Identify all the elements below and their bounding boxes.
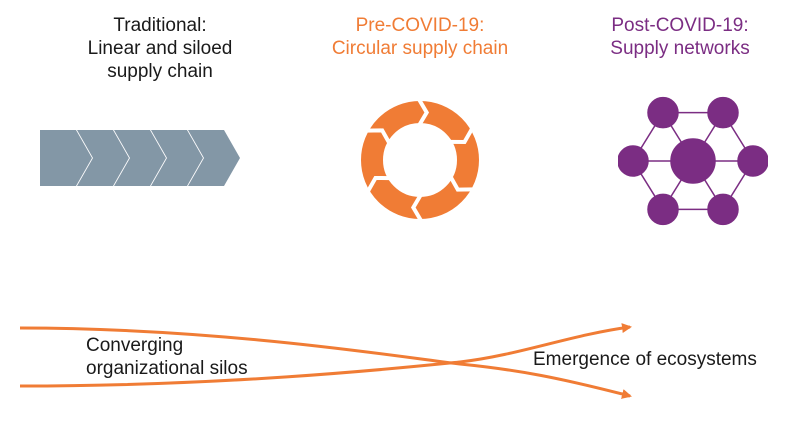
chevron-3: [114, 130, 166, 186]
pre-covid-title-line-1: Pre-COVID-19:: [355, 15, 485, 36]
cycle-arrow-notch-1: [417, 97, 430, 127]
cycle-arrow-notch-4: [410, 193, 423, 223]
converging-silos-label: Converging organizational silos: [86, 334, 248, 380]
chevron-1: [40, 130, 92, 186]
post-covid-title-line-2: Supply networks: [610, 38, 750, 59]
network-node-4: [618, 145, 649, 177]
network-node-6: [707, 96, 739, 129]
post-covid-title-line-1: Post-COVID-19:: [611, 15, 749, 36]
pre-covid-title-line-2: Circular supply chain: [331, 38, 509, 59]
converging-label-line-1: Converging: [86, 335, 184, 356]
cycle-arrow-notch-3: [448, 175, 474, 192]
network-node-1: [737, 145, 768, 177]
cycle-ring: [361, 101, 479, 219]
traditional-title-line-3: supply chain: [107, 61, 213, 82]
chevron-arrows-icon: [40, 130, 240, 186]
cycle-arrow-notch-6: [366, 128, 392, 145]
emergence-ecosystems-label: Emergence of ecosystems: [533, 349, 757, 370]
emergence-arrow-up: [19, 323, 632, 388]
network-node-3: [647, 193, 679, 226]
circular-cycle-icon: [361, 97, 479, 223]
network-hub-node: [670, 138, 716, 184]
post-covid-title: Post-COVID-19: Supply networks: [570, 14, 790, 60]
network-node-2: [707, 193, 739, 226]
network-hub-icon: [618, 96, 768, 226]
cycle-arrow-notch-5: [366, 175, 391, 193]
cycle-arrow-notch-2: [449, 127, 474, 145]
network-node-5: [647, 96, 679, 129]
traditional-title-line-1: Traditional:: [113, 15, 207, 36]
traditional-title-line-2: Linear and siloed: [87, 38, 233, 59]
pre-covid-title: Pre-COVID-19: Circular supply chain: [300, 14, 540, 60]
chevron-4: [151, 130, 203, 186]
chevron-5: [188, 130, 240, 186]
converging-arrow-down: [19, 326, 632, 399]
converging-label-line-2: organizational silos: [86, 358, 248, 379]
crossing-arrows: [19, 323, 632, 399]
traditional-title: Traditional: Linear and siloed supply ch…: [40, 14, 280, 83]
chevron-2: [77, 130, 129, 186]
